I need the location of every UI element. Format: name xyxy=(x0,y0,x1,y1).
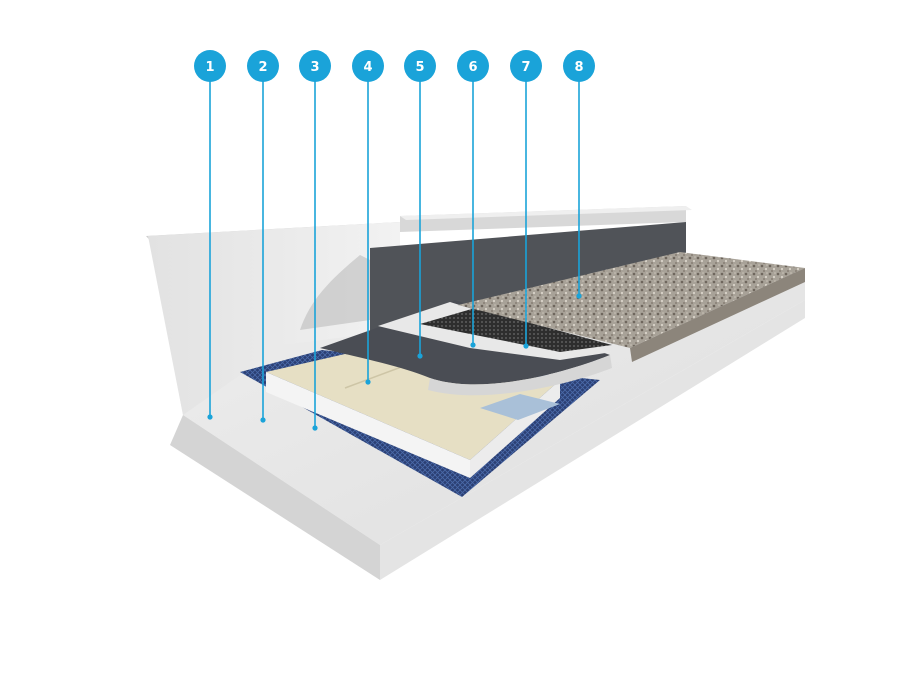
callout-number: 4 xyxy=(363,60,372,75)
callout-6: 6 xyxy=(457,50,489,82)
callout-2: 2 xyxy=(247,50,279,82)
drainage-mat xyxy=(420,308,612,352)
callout-number: 2 xyxy=(258,60,267,75)
callout-number: 8 xyxy=(574,60,583,75)
leader-dot-2 xyxy=(260,417,266,423)
leader-dot-7 xyxy=(523,343,529,349)
leader-dot-3 xyxy=(312,425,318,431)
callout-number: 7 xyxy=(521,60,530,75)
callout-number: 1 xyxy=(205,60,214,75)
callout-4: 4 xyxy=(352,50,384,82)
callout-3: 3 xyxy=(299,50,331,82)
leader-dot-6 xyxy=(470,342,476,348)
callout-1: 1 xyxy=(194,50,226,82)
gravel-ballast xyxy=(458,252,805,362)
callout-number: 5 xyxy=(415,60,424,75)
callout-5: 5 xyxy=(404,50,436,82)
leader-dot-4 xyxy=(365,379,371,385)
leader-dot-1 xyxy=(207,414,213,420)
callout-7: 7 xyxy=(510,50,542,82)
callout-number: 3 xyxy=(310,60,319,75)
parapet-wall xyxy=(148,222,400,415)
leader-dot-5 xyxy=(417,353,423,359)
leader-dot-8 xyxy=(576,293,582,299)
callout-number: 6 xyxy=(468,60,477,75)
callout-8: 8 xyxy=(563,50,595,82)
